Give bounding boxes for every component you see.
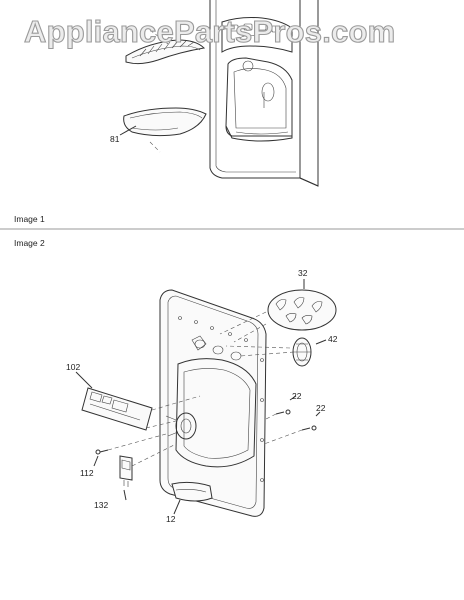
section-title-image-2: Image 2	[14, 238, 45, 248]
callout-32: 32	[298, 268, 308, 278]
screw-22-lower	[301, 411, 321, 431]
image-1-panel: 81	[110, 0, 319, 187]
control-board-102	[75, 371, 153, 431]
switch-132	[119, 455, 133, 501]
screw-112	[93, 449, 109, 467]
drip-tray-81	[119, 107, 207, 153]
exploded-leader-lines	[107, 311, 303, 467]
callout-22-upper: 22	[292, 391, 302, 401]
callout-42: 42	[328, 334, 338, 344]
callout-102: 102	[66, 362, 80, 372]
callout-81: 81	[110, 134, 120, 144]
callout-12: 12	[166, 514, 176, 524]
callout-22-lower: 22	[316, 403, 326, 413]
callout-112: 112	[80, 468, 94, 478]
drip-tray-grille	[125, 29, 206, 65]
section-title-image-1: Image 1	[14, 214, 45, 224]
dispenser-door-front	[209, 0, 319, 187]
watermark-logo: AppliancePartsPros.com	[24, 14, 395, 49]
callout-12-leader	[173, 499, 181, 515]
image-2-panel: 32 42 102 22 22 112 132 12	[66, 268, 338, 524]
knob-42	[292, 337, 327, 367]
gasket-32	[267, 279, 337, 331]
screw-22-upper	[275, 395, 297, 415]
callout-132: 132	[94, 500, 108, 510]
